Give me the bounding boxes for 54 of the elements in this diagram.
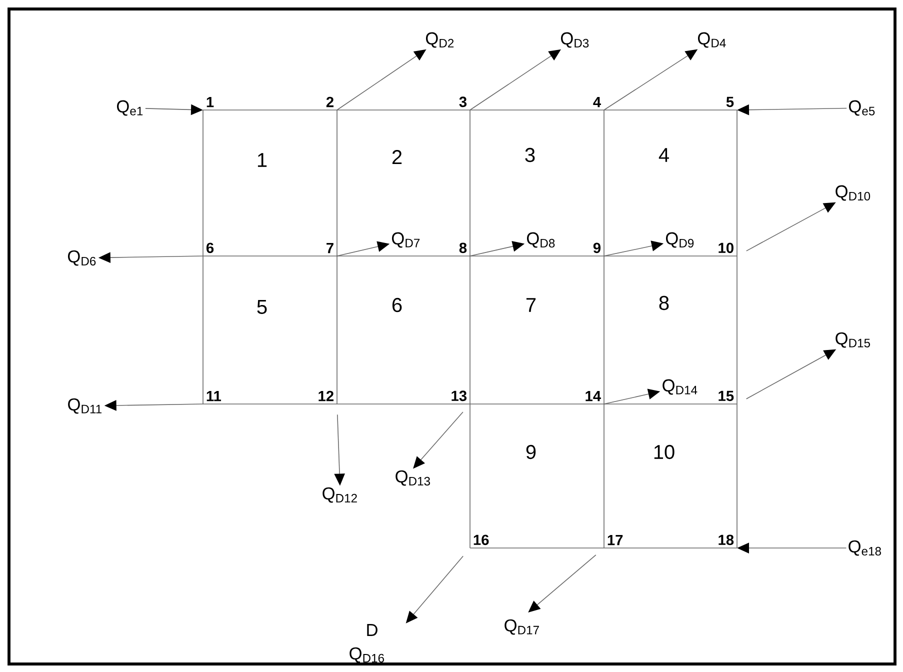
text-label: D <box>367 624 378 636</box>
grid-line <box>336 256 338 404</box>
junction-number: 6 <box>206 242 214 254</box>
junction-number: 7 <box>326 243 334 254</box>
cell-number: 2 <box>392 150 402 164</box>
junction-number: 1 <box>206 97 214 108</box>
flow-label: Q$_{e5}$ <box>849 100 875 116</box>
junction-number: 17 <box>608 535 623 546</box>
flow-label: Q$_{e18}$ <box>848 540 881 556</box>
junction-number: 15 <box>718 390 734 402</box>
cell-number: 6 <box>392 298 402 312</box>
grid-line <box>202 256 204 404</box>
cell-number: 1 <box>258 153 267 167</box>
junction-number: 3 <box>459 96 467 108</box>
junction-number: 9 <box>593 242 601 254</box>
junction-number: 16 <box>474 534 489 546</box>
flow-label: Q$_{D8}$ <box>527 232 555 248</box>
flow-label: Q$_{D16}$ <box>350 647 384 663</box>
cell-number: 4 <box>658 148 669 162</box>
flow-label: Q$_{D10}$ <box>836 185 870 201</box>
flow-label: Q$_{D15}$ <box>836 332 870 348</box>
flow-label: Q$_{e1}$ <box>117 100 143 116</box>
flow-label: Q$_{D14}$ <box>662 379 698 395</box>
flow-label: Q$_{D9}$ <box>666 232 694 248</box>
cell-number: 8 <box>659 296 669 310</box>
flow-label: Q$_{D2}$ <box>426 32 454 48</box>
junction-number: 13 <box>452 390 467 402</box>
grid-line <box>736 110 738 256</box>
junction-number: 10 <box>718 242 734 254</box>
flow-label: Q$_{D6}$ <box>68 250 96 266</box>
cell-number: 7 <box>526 298 536 312</box>
cell-number: 10 <box>654 444 674 460</box>
junction-number: 18 <box>718 534 734 546</box>
flow-label: Q$_{D12}$ <box>322 487 357 503</box>
junction-number: 14 <box>586 391 601 402</box>
junction-number: 4 <box>593 97 601 108</box>
grid-line <box>736 404 738 548</box>
cell-number: 5 <box>257 300 267 314</box>
junction-number: 8 <box>459 242 467 254</box>
junction-number: 11 <box>206 391 222 402</box>
junction-number: 5 <box>726 96 734 108</box>
flow-label: Q$_{D7}$ <box>392 232 420 248</box>
grid-line <box>202 110 204 256</box>
flow-label: Q$_{D3}$ <box>561 32 589 48</box>
flow-label: Q$_{D4}$ <box>698 32 726 48</box>
flow-label: Q$_{D17}$ <box>504 619 539 635</box>
junction-number: 12 <box>318 390 334 402</box>
junction-number: 2 <box>326 96 334 108</box>
grid-line <box>336 110 338 256</box>
cell-number: 3 <box>525 148 535 162</box>
flow-label: Q$_{D13}$ <box>396 470 430 486</box>
flow-label: Q$_{D11}$ <box>68 398 102 414</box>
grid-line <box>736 256 738 404</box>
cell-number: 9 <box>526 444 536 460</box>
